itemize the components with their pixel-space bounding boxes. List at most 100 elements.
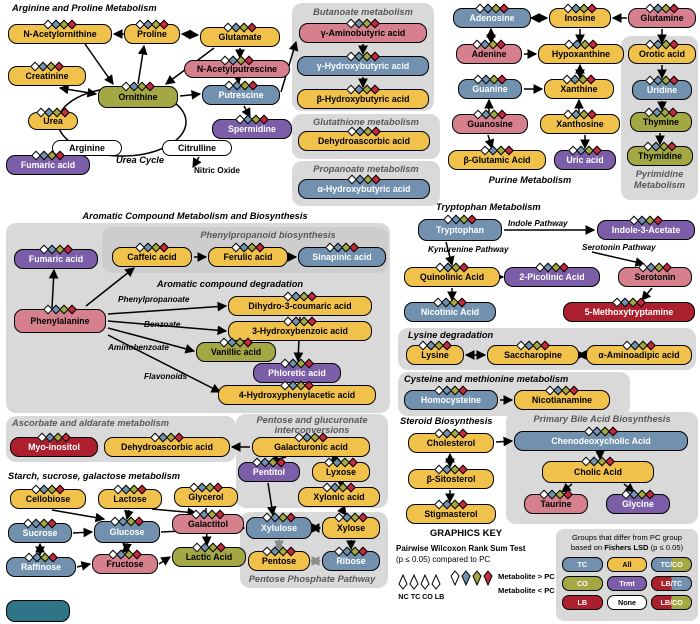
node-citrulline: Citrulline	[162, 140, 232, 156]
diamond-icon	[244, 55, 254, 66]
diamond-icon	[592, 145, 602, 156]
diamond-icon	[304, 380, 314, 391]
down-diamond-icon	[420, 574, 430, 590]
diamond-icon	[348, 457, 358, 468]
diamond-icon	[61, 432, 71, 443]
node-glucose: Glucose	[94, 516, 160, 543]
node-uric-acid: Uric acid	[554, 145, 616, 170]
fishers-heading-pre: based on	[570, 542, 605, 552]
significance-diamonds	[113, 484, 147, 495]
node-label: Galacturonic acid	[274, 442, 348, 452]
significance-diamonds	[334, 546, 368, 557]
diamond-icon	[307, 316, 317, 327]
significance-diamonds	[568, 145, 602, 156]
significance-diamonds	[224, 80, 258, 91]
node-spermidine: Spermidine	[212, 114, 292, 139]
node-adenine: Adenine	[456, 39, 522, 64]
significance-diamonds	[231, 242, 265, 253]
node-label: Serotonin	[634, 272, 676, 282]
node-xanthine: Xanthine	[544, 74, 614, 99]
node-label: Ornithine	[118, 92, 158, 102]
legend-pill-tc-co: TC/CO	[651, 557, 692, 572]
diamond-icon	[276, 457, 286, 468]
significance-diamonds	[621, 489, 655, 500]
node-nicotianamine: Nicotianamine	[514, 385, 610, 410]
diamond-icon	[587, 109, 597, 120]
node-lactic-acid: Lactic Acid	[172, 542, 246, 567]
diamond-icon	[586, 74, 596, 85]
diamond-icon	[497, 74, 507, 85]
node-label: Stigmasterol	[424, 509, 478, 519]
node-label: Thymine	[642, 117, 680, 127]
significance-diamonds	[30, 61, 64, 72]
diamond-icon	[255, 242, 265, 253]
diamond-icon	[559, 262, 569, 273]
section-title: Arginine and Proline Metabolism	[12, 3, 157, 13]
fishers-heading-bold: Fishers LSD	[604, 542, 649, 552]
node-label: Xanthine	[560, 84, 598, 94]
significance-diamonds	[283, 291, 317, 302]
node-label: Saccharopine	[504, 350, 562, 360]
node-label: Caffeic acid	[127, 252, 177, 262]
diamond-icon	[459, 262, 469, 273]
diamond-icon	[54, 61, 64, 72]
diamond-icon	[605, 456, 615, 467]
significance-diamonds	[645, 75, 679, 86]
significance-diamonds	[539, 489, 573, 500]
diamond-icon	[370, 84, 380, 95]
significance-diamonds	[562, 74, 596, 85]
node-label: Creatinine	[25, 71, 69, 81]
node-beta-glutamic-acid: β-Glutamic Acid	[448, 145, 546, 170]
node-label: β-Hydroxybutyric acid	[316, 94, 410, 104]
significance-diamonds	[135, 19, 169, 30]
diamond-icon	[653, 215, 663, 226]
diamond-icon	[587, 3, 597, 14]
diamond-icon	[497, 109, 507, 120]
node-adenosine: Adenosine	[453, 3, 531, 28]
significance-diamonds	[418, 340, 452, 351]
significance-diamonds	[334, 512, 368, 523]
section-title: Cysteine and methionine metabolism	[404, 374, 569, 384]
significance-diamonds	[584, 426, 618, 437]
legend-pill-lb-co: LB/CO	[651, 595, 692, 610]
node-label: Citrulline	[177, 143, 217, 153]
down-diamond-icon	[398, 574, 408, 590]
node-label: α-Aminoadipic acid	[598, 350, 680, 360]
wilcoxon-test-subtext: (p ≤ 0.05) compared to PC	[396, 555, 491, 564]
significance-diamonds	[43, 19, 77, 30]
node-glutamate: Glutamate	[200, 22, 280, 47]
node-serotonin: Serotonin	[618, 262, 692, 287]
significance-diamonds	[31, 484, 65, 495]
legend-pill-trmt: Trmt	[606, 576, 648, 591]
node-partial-box	[6, 600, 70, 622]
significance-diamonds	[283, 316, 317, 327]
diamond-icon	[132, 549, 142, 560]
significance-diamonds	[24, 552, 58, 563]
fishers-lsd-legend: Groups that differ from PC group based o…	[556, 529, 698, 621]
node-label: Pentitol	[252, 467, 286, 477]
node-label: γ-Aminobutyric acid	[320, 28, 406, 38]
node-urea: Urea	[28, 107, 78, 130]
fishers-heading-line1: Groups that differ from PC group	[571, 533, 683, 542]
diamond-icon	[645, 489, 655, 500]
node-label: Dehydroascorbic acid	[318, 136, 410, 146]
node-xylulose: Xylulose	[246, 512, 312, 539]
node-label: 4-Hydroxyphenylacetic acid	[238, 390, 356, 400]
diamond-icon	[458, 464, 468, 475]
node-uridine: Uridine	[632, 75, 692, 100]
node-gamma-aminobutyric-acid: γ-Aminobutyric acid	[299, 18, 427, 43]
node-n-acetylputrescine: N-Acetylputrescine	[184, 55, 290, 78]
node-thymine: Thymine	[630, 107, 692, 132]
node-label: Pentose	[261, 556, 297, 566]
node-thymidine: Thymidine	[627, 141, 693, 166]
node-label: Lyxose	[326, 467, 356, 477]
significance-diamonds	[347, 126, 381, 137]
significance-diamonds	[581, 456, 615, 467]
node-beta-sitosterol: β-Sitosterol	[408, 464, 494, 489]
node-alpha-aminoadipic-acid: α-Aminoadipic acid	[586, 340, 692, 365]
section-title: Purine Metabolism	[488, 175, 572, 185]
node-quinolinic-acid: Quinolinic Acid	[404, 262, 500, 287]
node-glutamine: Glutamine	[628, 3, 696, 28]
